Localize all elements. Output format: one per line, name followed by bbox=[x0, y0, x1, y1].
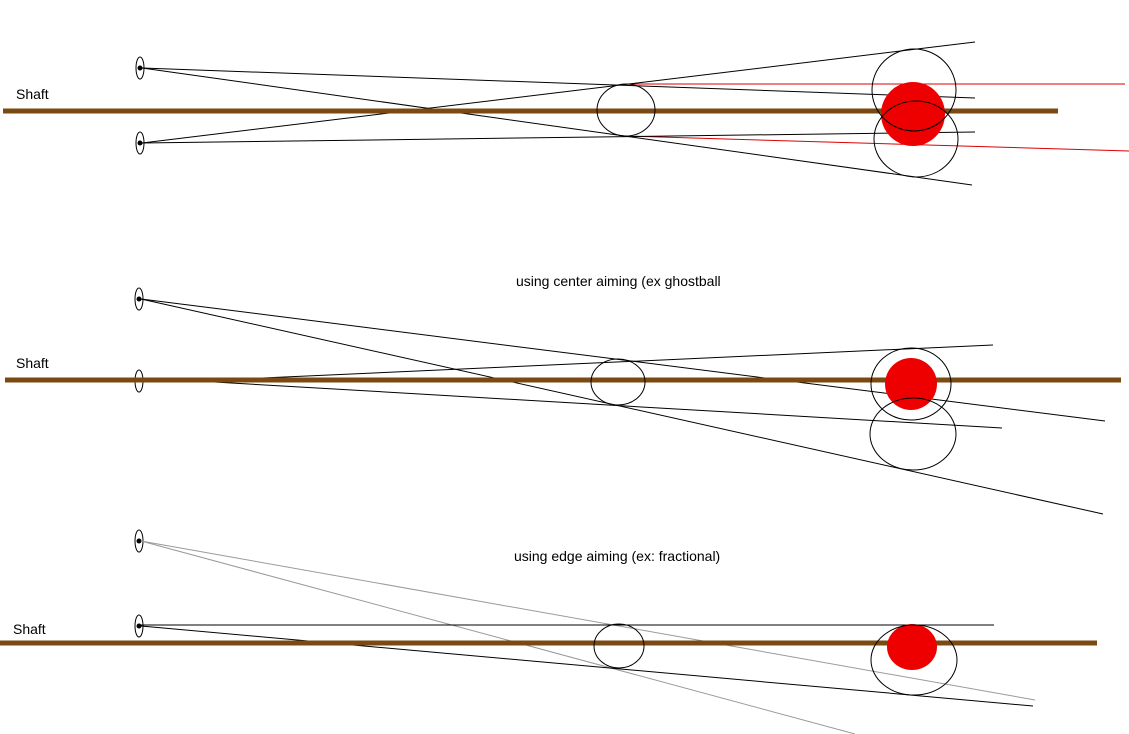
cue-ball bbox=[593, 623, 645, 669]
sight-line bbox=[140, 298, 1104, 515]
caption-center-aiming: using center aiming (ex ghostball bbox=[516, 273, 721, 289]
sight-line bbox=[141, 67, 973, 186]
shaft-label: Shaft bbox=[13, 621, 46, 637]
panel-top: Shaft bbox=[3, 41, 1129, 186]
cue-ball bbox=[590, 358, 646, 406]
object-ball bbox=[887, 624, 937, 670]
sight-line bbox=[140, 625, 1034, 707]
sight-line bbox=[141, 41, 976, 144]
cue-ball bbox=[596, 83, 656, 137]
ghost-ball bbox=[873, 100, 959, 178]
shaft-label: Shaft bbox=[16, 86, 49, 102]
ghost-ball bbox=[870, 347, 952, 421]
ghost-ball bbox=[870, 624, 958, 696]
ghost-ball bbox=[869, 397, 957, 471]
panel-middle: using center aiming (ex ghostball Shaft bbox=[5, 273, 1121, 515]
panel-bottom: using edge aiming (ex: fractional) Shaft bbox=[0, 529, 1097, 734]
caption-edge-aiming: using edge aiming (ex: fractional) bbox=[514, 548, 720, 564]
sight-line-grey bbox=[140, 540, 1036, 701]
sight-line bbox=[141, 67, 976, 99]
object-ball bbox=[881, 82, 945, 146]
sight-line bbox=[196, 380, 1003, 429]
sight-line bbox=[140, 298, 1106, 422]
shaft-label: Shaft bbox=[16, 355, 49, 371]
sight-line bbox=[196, 344, 994, 382]
sight-line-grey bbox=[140, 540, 856, 734]
sight-line-red bbox=[624, 135, 1129, 152]
object-ball bbox=[885, 358, 937, 410]
ghost-ball bbox=[871, 48, 957, 132]
sight-line bbox=[141, 131, 976, 144]
